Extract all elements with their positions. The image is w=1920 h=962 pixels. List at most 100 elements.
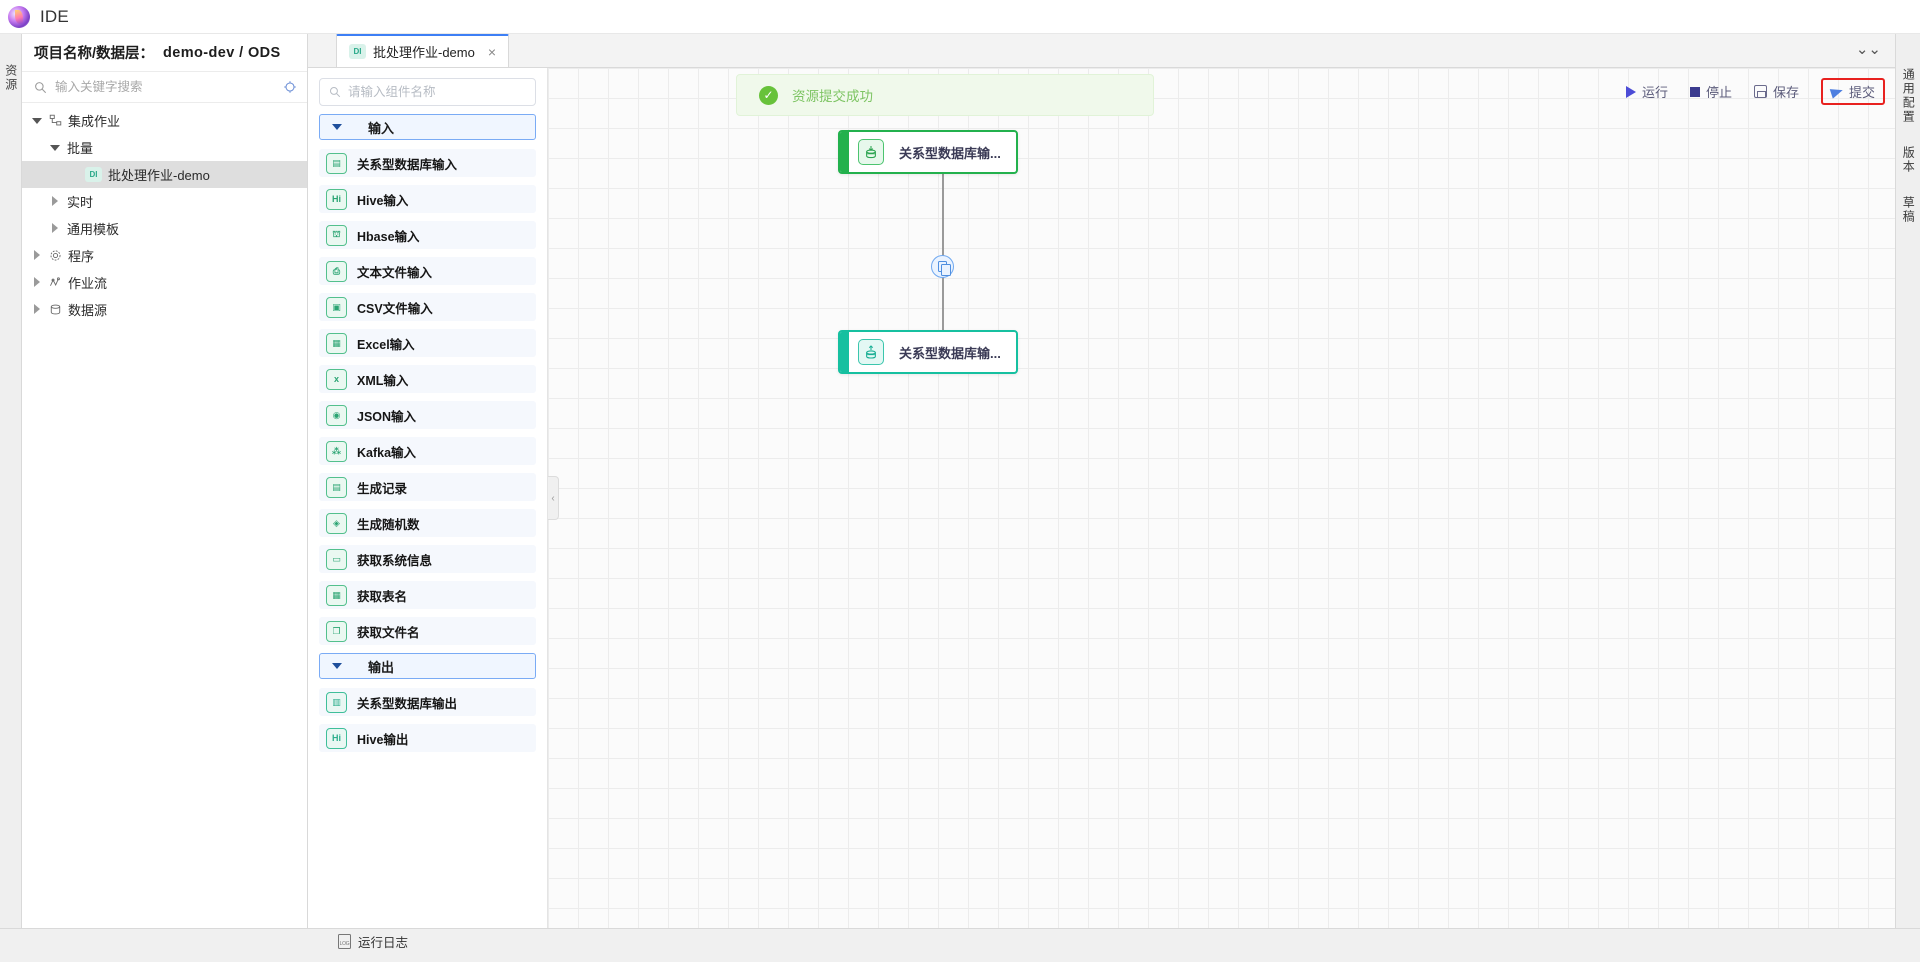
right-rail-item-draft[interactable]: 草稿 (1901, 196, 1916, 224)
tree-item-1[interactable]: 批量 (22, 134, 307, 161)
toast-message: 资源提交成功 (792, 89, 873, 104)
palette-item-0-3[interactable]: ⎙文本文件输入 (319, 257, 536, 285)
right-rail-item-version[interactable]: 版本 (1901, 146, 1916, 174)
palette-group-header-0[interactable]: 输入 (319, 114, 536, 140)
palette-item-label: JSON输入 (357, 409, 417, 424)
caret-right-icon[interactable] (50, 223, 61, 234)
text-file-icon: ⎙ (326, 260, 347, 282)
palette-search-input[interactable] (348, 85, 526, 99)
tree-item-label: 批处理作业-demo (108, 168, 210, 183)
tree-item-label: 作业流 (68, 276, 108, 291)
flow-canvas[interactable]: ✓ 资源提交成功 运行 停止 (548, 68, 1895, 928)
caret-down-icon (332, 663, 342, 669)
app-title: IDE (40, 6, 69, 26)
caret-down-icon[interactable] (32, 115, 43, 126)
hive-icon: Hi (326, 727, 347, 749)
log-file-icon: LOG (338, 934, 351, 949)
node-accent-bar (840, 332, 849, 372)
palette-item-0-2[interactable]: ⛫Hbase输入 (319, 221, 536, 249)
submit-label: 提交 (1848, 85, 1875, 100)
left-rail: 资源 (0, 34, 22, 928)
save-button[interactable]: 保存 (1753, 82, 1799, 101)
palette-item-0-7[interactable]: ◉JSON输入 (319, 401, 536, 429)
palette-item-0-0[interactable]: ▤关系型数据库输入 (319, 149, 536, 177)
caret-down-icon[interactable] (50, 142, 61, 153)
gear-icon (49, 249, 62, 262)
tree-item-0[interactable]: 集成作业 (22, 107, 307, 134)
caret-right-icon[interactable] (50, 196, 61, 207)
palette-item-label: 生成随机数 (357, 517, 420, 532)
palette-item-label: CSV文件输入 (357, 301, 433, 316)
run-log-label[interactable]: 运行日志 (358, 936, 409, 950)
palette-item-label: 关系型数据库输入 (357, 157, 458, 172)
palette-search-row (308, 68, 547, 114)
palette-group-label: 输入 (368, 120, 395, 136)
palette-item-0-5[interactable]: ▦Excel输入 (319, 329, 536, 357)
caret-right-icon[interactable] (32, 250, 43, 261)
tree-item-6[interactable]: 作业流 (22, 269, 307, 296)
tree-item-label: 实时 (67, 195, 94, 210)
tree-item-label: 数据源 (68, 303, 108, 318)
hbase-icon: ⛫ (326, 224, 347, 246)
editor-area: DI 批处理作业-demo × ⌄⌄ (308, 34, 1895, 928)
palette-item-0-12[interactable]: ▦获取表名 (319, 581, 536, 609)
node-relational-db-input[interactable]: 关系型数据库输... (838, 130, 1018, 174)
caret-right-icon[interactable] (32, 277, 43, 288)
crosshair-icon[interactable] (283, 80, 297, 94)
run-button[interactable]: 运行 (1625, 82, 1668, 101)
close-icon[interactable]: × (487, 43, 497, 60)
system-info-icon: ▭ (326, 548, 347, 570)
chevron-double-down-icon[interactable]: ⌄⌄ (1855, 41, 1881, 58)
node-relational-db-output[interactable]: 关系型数据库输... (838, 330, 1018, 374)
search-input[interactable] (55, 80, 275, 94)
palette-group-label: 输出 (368, 659, 395, 675)
palette-collapse-handle[interactable]: ‹ (548, 476, 559, 520)
palette-item-label: Hive输出 (357, 732, 409, 747)
palette-item-1-0[interactable]: ▥关系型数据库输出 (319, 688, 536, 716)
database-icon (49, 303, 62, 316)
canvas-toolbar: 运行 停止 保存 提交 (1625, 78, 1885, 105)
tree-item-4[interactable]: 通用模板 (22, 215, 307, 242)
tree-item-label: 程序 (68, 249, 95, 264)
csv-file-icon: ▣ (326, 296, 347, 318)
tree-item-3[interactable]: 实时 (22, 188, 307, 215)
caret-right-icon[interactable] (32, 304, 43, 315)
palette-item-0-11[interactable]: ▭获取系统信息 (319, 545, 536, 573)
database-out-icon (858, 339, 884, 365)
submit-button[interactable]: 提交 (1820, 78, 1885, 105)
tree-item-7[interactable]: 数据源 (22, 296, 307, 323)
right-rail-item-general-config[interactable]: 通用配置 (1901, 68, 1916, 124)
success-toast: ✓ 资源提交成功 (736, 74, 1154, 116)
copy-icon[interactable] (931, 255, 954, 278)
editor-tabbar: DI 批处理作业-demo × ⌄⌄ (308, 34, 1895, 68)
submit-icon (1829, 84, 1845, 99)
explorer-panel: 项目名称/数据层： demo-dev / ODS 集成作业批量DI批处理作业-d… (22, 34, 308, 928)
palette-item-label: 关系型数据库输出 (357, 696, 458, 711)
caret-down-icon (332, 124, 342, 130)
stop-label: 停止 (1705, 85, 1732, 100)
tree-item-5[interactable]: 程序 (22, 242, 307, 269)
palette-item-0-9[interactable]: ▤生成记录 (319, 473, 536, 501)
palette-item-label: Excel输入 (357, 337, 415, 352)
node-label: 关系型数据库输... (899, 345, 1001, 361)
left-rail-resource-tab[interactable]: 资源 (3, 64, 18, 92)
caret-none (68, 169, 79, 180)
main-body: 资源 项目名称/数据层： demo-dev / ODS 集成作业批量DI批处理作… (0, 34, 1920, 928)
palette-group-header-1[interactable]: 输出 (319, 653, 536, 679)
palette-item-1-1[interactable]: Hi Hive输出 (319, 724, 536, 752)
palette-item-0-10[interactable]: ◈生成随机数 (319, 509, 536, 537)
search-icon (329, 86, 341, 98)
run-label: 运行 (1641, 85, 1668, 100)
palette-item-0-4[interactable]: ▣ CSV文件输入 (319, 293, 536, 321)
palette-item-0-8[interactable]: ⁂Kafka输入 (319, 437, 536, 465)
palette-item-0-13[interactable]: ❐获取文件名 (319, 617, 536, 645)
stop-button[interactable]: 停止 (1689, 82, 1732, 101)
palette-item-label: 获取表名 (357, 589, 408, 604)
file-name-icon: ❐ (326, 620, 347, 642)
tab-batch-job-demo[interactable]: DI 批处理作业-demo × (336, 34, 510, 67)
